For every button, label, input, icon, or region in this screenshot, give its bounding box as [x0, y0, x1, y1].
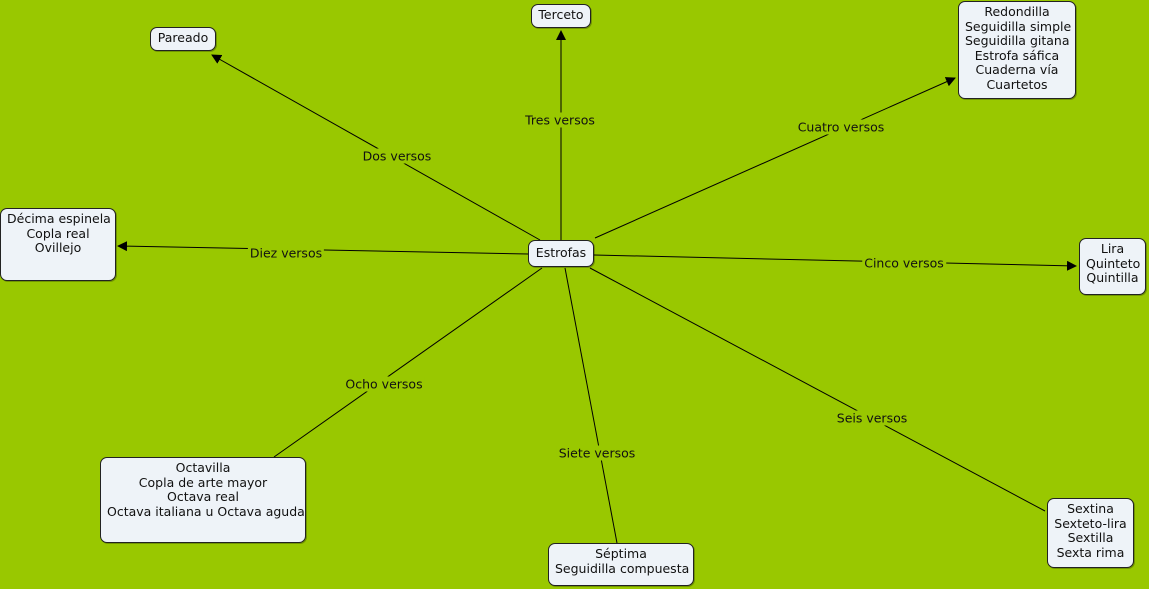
node-item: Octavilla: [175, 460, 231, 475]
edge-label-dos[interactable]: Dos versos: [360, 148, 434, 164]
node-item: Séptima: [595, 546, 647, 561]
connector-ocho: [273, 267, 543, 458]
node-item: Quintilla: [1086, 270, 1139, 285]
node-item: Seguidilla compuesta: [555, 560, 690, 576]
connector-cuatro: [594, 77, 956, 239]
connector-dos: [211, 54, 541, 241]
edge-label-cinco[interactable]: Cinco versos: [862, 255, 946, 271]
edge-label-cuatro[interactable]: Cuatro versos: [795, 119, 887, 135]
node-item: Sexta rima: [1056, 544, 1125, 560]
node-item: Quinteto: [1086, 255, 1141, 271]
node-item: Sextilla: [1067, 530, 1114, 545]
node-item: Copla real: [26, 225, 90, 241]
node-item: Ovillejo: [34, 240, 82, 255]
node-item: Sextina: [1067, 501, 1114, 516]
node-tres[interactable]: Terceto: [531, 4, 591, 28]
center-node-estrofas[interactable]: Estrofas: [528, 240, 594, 267]
edge-label-siete[interactable]: Siete versos: [556, 445, 638, 461]
node-item: Sexteto-lira: [1054, 515, 1127, 531]
edge-label-seis[interactable]: Seis versos: [834, 410, 910, 426]
node-item: Octava italiana u Octava aguda: [107, 503, 305, 519]
node-item: Pareado: [157, 30, 209, 45]
edge-label-ocho[interactable]: Ocho versos: [343, 376, 425, 392]
connector-cinco: [593, 254, 1077, 271]
node-item: Décima espinela: [7, 211, 111, 226]
node-item: Octava real: [167, 489, 239, 504]
connector-seis: [589, 267, 1046, 512]
node-item: Lira: [1100, 241, 1125, 256]
edge-label-diez[interactable]: Diez versos: [247, 245, 325, 261]
node-item: Seguidilla simple: [965, 18, 1072, 34]
node-item: Estrofa sáfica: [974, 47, 1060, 63]
center-node-label: Estrofas: [535, 245, 587, 260]
node-item: Redondilla: [984, 4, 1050, 19]
node-item: Terceto: [538, 7, 584, 22]
node-item: Copla de arte mayor: [138, 474, 268, 490]
node-item: Cuartetos: [986, 76, 1048, 92]
connector-siete: [564, 267, 618, 544]
node-item: Cuaderna vía: [975, 62, 1059, 77]
node-item: Seguidilla gitana: [965, 33, 1070, 48]
edge-label-tres[interactable]: Tres versos: [523, 112, 597, 128]
node-dos[interactable]: Pareado: [150, 27, 216, 51]
